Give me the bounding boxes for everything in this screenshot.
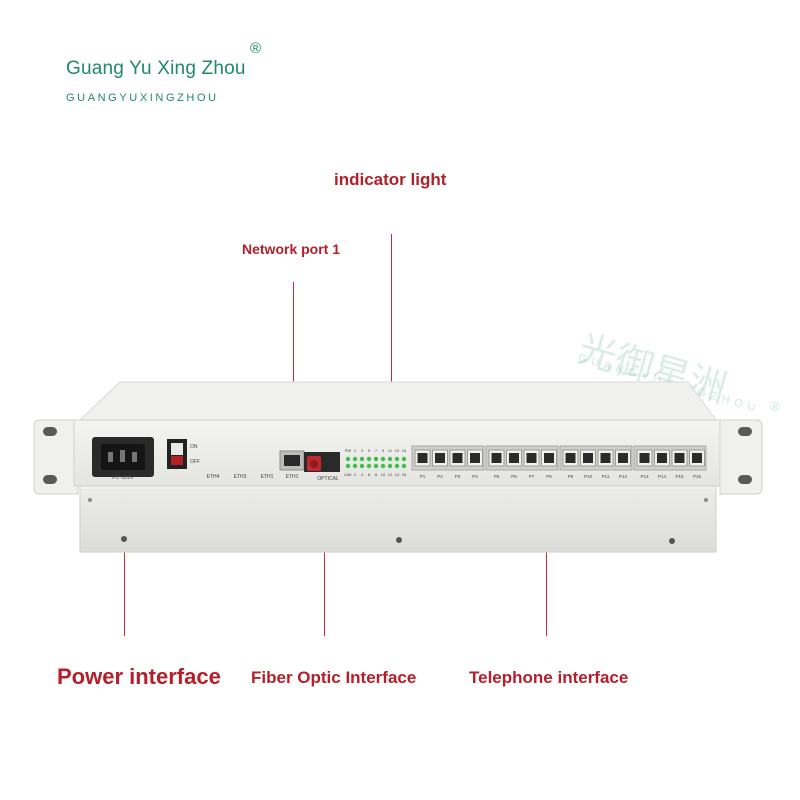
rj11-port-opening bbox=[692, 453, 702, 463]
led-indicator bbox=[394, 463, 400, 469]
rack-ear-left bbox=[33, 419, 79, 495]
eth-label-3: ETH1 bbox=[261, 474, 274, 480]
rj11-port-opening bbox=[657, 453, 667, 463]
led-label-bottom: 12 bbox=[388, 472, 393, 477]
network-port-1 bbox=[279, 450, 305, 471]
led-label-top: 9 bbox=[382, 448, 385, 453]
phone-port-label: P11 bbox=[602, 474, 610, 479]
rj11-port-opening bbox=[435, 453, 445, 463]
led-indicator bbox=[345, 463, 351, 469]
led-label-bottom: LNK bbox=[344, 472, 352, 477]
leader-line-power bbox=[124, 486, 125, 636]
rj11-port-opening bbox=[544, 453, 554, 463]
power-inlet-label: PC~220V bbox=[112, 475, 134, 481]
led-label-bottom: 16 bbox=[402, 472, 407, 477]
led-label-bottom: 2 bbox=[354, 472, 357, 477]
led-indicator bbox=[359, 463, 365, 469]
led-label-bottom: 10 bbox=[381, 472, 386, 477]
led-label-top: 11 bbox=[388, 448, 393, 453]
rj11-port-opening bbox=[452, 453, 463, 463]
rj11-port-opening bbox=[470, 453, 480, 463]
led-indicator bbox=[366, 463, 372, 469]
led-label-top: 15 bbox=[402, 448, 407, 453]
led-indicator bbox=[394, 456, 400, 462]
rj11-port-opening bbox=[491, 453, 502, 463]
led-indicator bbox=[345, 456, 351, 462]
led-indicator bbox=[380, 463, 386, 469]
led-label-top: 1 bbox=[354, 448, 357, 453]
phone-port-label: P1 bbox=[420, 474, 426, 479]
switch-on-label: ON bbox=[190, 444, 198, 450]
phone-port-label: P13 bbox=[640, 474, 649, 479]
led-label-bottom: 4 bbox=[361, 472, 364, 477]
rj11-port-opening bbox=[417, 453, 428, 463]
rj11-port-opening bbox=[618, 453, 628, 463]
eth-label-4: ETH1 bbox=[286, 474, 299, 480]
callout-power-interface: Power interface bbox=[57, 664, 221, 689]
rj11-port-opening bbox=[674, 453, 685, 463]
rj11-port-opening bbox=[526, 453, 537, 463]
led-label-top: 3 bbox=[361, 448, 364, 453]
leader-line-network bbox=[293, 282, 294, 448]
eth-label-1: ETH4 bbox=[207, 474, 220, 480]
led-label-top: PW bbox=[345, 448, 352, 453]
switch-off-label: OFF bbox=[190, 459, 200, 465]
brand-name: Guang Yu Xing Zhou bbox=[66, 58, 246, 79]
callout-network-port: Network port 1 bbox=[242, 241, 341, 257]
led-label-bottom: 14 bbox=[395, 472, 400, 477]
phone-port-label: P5 bbox=[494, 474, 500, 479]
led-indicator bbox=[387, 456, 393, 462]
led-indicator bbox=[373, 456, 379, 462]
phone-port-label: P3 bbox=[455, 474, 461, 479]
led-indicator bbox=[373, 463, 379, 469]
callout-fiber-optic-interface: Fiber Optic Interface bbox=[251, 668, 417, 687]
leader-line-telephone bbox=[546, 474, 547, 636]
leader-line-fiber bbox=[324, 470, 325, 636]
led-indicator bbox=[352, 456, 358, 462]
led-label-top: 13 bbox=[395, 448, 400, 453]
phone-port-label: P6 bbox=[511, 474, 517, 479]
phone-port-label: P7 bbox=[529, 474, 535, 479]
optical-label: OPTICAL bbox=[317, 476, 339, 482]
telephone-ports: P1 P2 P3 P4 P5 P6 P7 P8 P9 P10 P11 P12 P13 P14 P15 P16 bbox=[411, 445, 707, 479]
led-label-top: 5 bbox=[368, 448, 371, 453]
phone-port-label: P14 bbox=[658, 474, 667, 479]
led-label-bottom: 8 bbox=[375, 472, 378, 477]
brand-subtitle: GUANGYUXINGZHOU bbox=[66, 92, 219, 104]
phone-port-label: P8 bbox=[546, 474, 552, 479]
led-indicator bbox=[359, 456, 365, 462]
registered-mark: ® bbox=[250, 40, 262, 57]
led-indicator bbox=[401, 456, 407, 462]
led-indicator bbox=[352, 463, 358, 469]
led-indicator bbox=[380, 456, 386, 462]
power-inlet bbox=[92, 437, 154, 477]
rj11-port-opening bbox=[600, 453, 611, 463]
phone-port-label: P15 bbox=[675, 474, 684, 479]
phone-port-label: P2 bbox=[437, 474, 443, 479]
rj11-port-opening bbox=[565, 453, 576, 463]
eth-label-2: ETH3 bbox=[234, 474, 247, 480]
power-switch bbox=[167, 439, 187, 469]
rj11-port-opening bbox=[639, 453, 650, 463]
leader-line-indicator bbox=[391, 234, 392, 456]
led-indicator bbox=[401, 463, 407, 469]
phone-port-label: P10 bbox=[584, 474, 593, 479]
callout-indicator-light: indicator light bbox=[334, 170, 447, 189]
rj11-port-opening bbox=[509, 453, 519, 463]
phone-port-label: P9 bbox=[568, 474, 574, 479]
led-label-bottom: 6 bbox=[368, 472, 371, 477]
rj11-port-opening bbox=[583, 453, 593, 463]
watermark-registered: ® bbox=[770, 398, 781, 414]
led-label-top: 7 bbox=[375, 448, 378, 453]
led-indicator bbox=[387, 463, 393, 469]
led-indicator bbox=[366, 456, 372, 462]
fiber-optic-connector bbox=[304, 452, 340, 472]
rack-ear-right bbox=[719, 419, 763, 495]
callout-telephone-interface: Telephone interface bbox=[469, 668, 629, 687]
phone-port-label: P4 bbox=[472, 474, 478, 479]
phone-port-label: P12 bbox=[619, 474, 628, 479]
phone-port-label: P16 bbox=[693, 474, 702, 479]
